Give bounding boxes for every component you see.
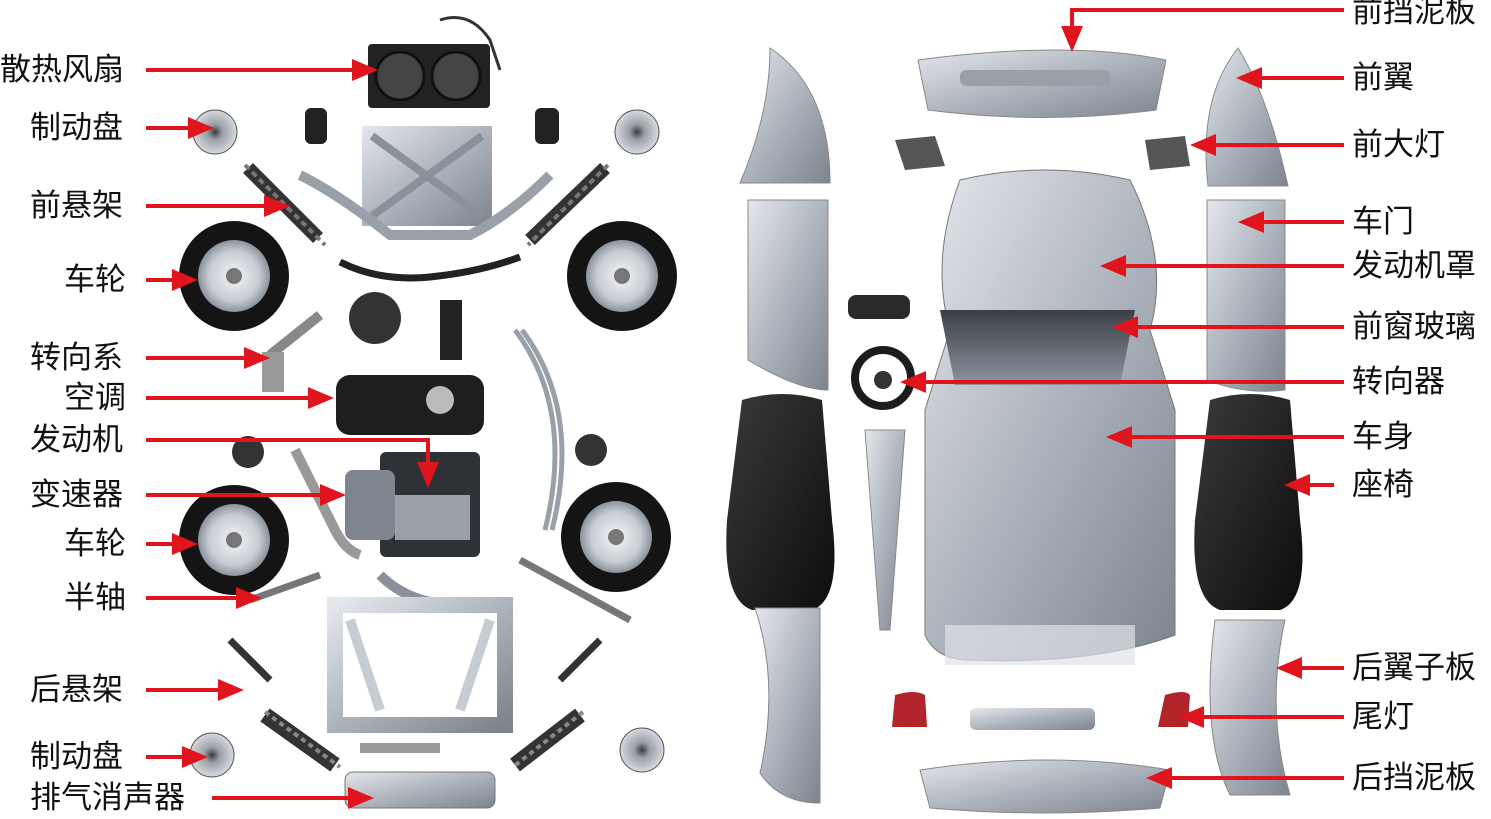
front-fender-right-part <box>1205 47 1289 187</box>
label-front-suspension: 前悬架 <box>30 188 123 224</box>
arrow-front-bumper <box>1070 8 1344 34</box>
door-left-part <box>747 199 829 391</box>
label-taillight: 尾灯 <box>1352 699 1414 735</box>
arrowhead-steering-wheel <box>900 371 926 393</box>
taillight-parts <box>892 692 1190 730</box>
front-bumper-part <box>917 49 1167 118</box>
arrowhead-wheel-front <box>172 269 198 291</box>
arrowhead-headlight <box>1190 134 1216 156</box>
label-exhaust-muffler: 排气消声器 <box>30 780 185 816</box>
arrowhead-fan <box>352 59 378 81</box>
brake-disc-rear-right-part <box>619 727 665 773</box>
label-transmission: 变速器 <box>30 477 123 513</box>
wheel-rear-left-part <box>179 485 289 595</box>
arrowhead-engine <box>417 462 439 488</box>
arrowhead-door <box>1238 211 1264 233</box>
rear-bumper-part <box>919 759 1171 814</box>
front-subframe-part <box>297 126 554 282</box>
arrows <box>146 8 1344 809</box>
seat-right-part <box>1194 394 1303 610</box>
brake-lines-part <box>232 328 607 531</box>
rear-subframe-part <box>327 597 513 733</box>
label-rear-fender: 后翼子板 <box>1352 650 1476 686</box>
label-brake-disc-rear: 制动盘 <box>30 739 123 775</box>
label-body: 车身 <box>1352 419 1414 455</box>
label-wheel-front: 车轮 <box>64 262 126 298</box>
label-rear-bumper: 后挡泥板 <box>1352 760 1476 796</box>
front-shock-right-part <box>525 162 610 247</box>
rear-fender-right-part <box>1209 619 1291 796</box>
arrowhead-hood <box>1100 255 1126 277</box>
seat-left-part <box>726 394 835 610</box>
brake-disc-front-right-part <box>305 108 660 155</box>
label-brake-disc-front: 制动盘 <box>30 110 123 146</box>
arrowhead-seat <box>1284 474 1310 496</box>
label-wheel-rear: 车轮 <box>64 526 126 562</box>
wheel-front-right-part <box>567 221 677 331</box>
center-console-part <box>864 429 906 631</box>
arrowhead-body <box>1106 426 1132 448</box>
label-headlight: 前大灯 <box>1352 127 1445 163</box>
air-conditioner-part <box>336 375 484 435</box>
label-windshield: 前窗玻璃 <box>1352 309 1476 345</box>
arrowhead-rear-bumper <box>1146 767 1172 789</box>
rear-fender-left-part <box>754 607 821 804</box>
label-rear-suspension: 后悬架 <box>30 672 123 708</box>
arrowhead-taillight <box>1178 706 1204 728</box>
label-steering-wheel: 转向器 <box>1352 364 1445 400</box>
exhaust-muffler-part <box>344 743 496 809</box>
rear-arms-part <box>227 637 603 683</box>
wheel-front-left-part <box>179 221 289 331</box>
rear-shock-left-part <box>260 708 342 772</box>
arrowhead-front-fender <box>1236 67 1262 89</box>
label-front-bumper: 前挡泥板 <box>1352 0 1476 30</box>
label-fan: 散热风扇 <box>0 52 124 88</box>
steering-column-part <box>262 292 462 392</box>
radiator-fan-part <box>368 16 502 108</box>
arrowhead-steering-system <box>244 347 270 369</box>
door-right-part <box>1206 199 1286 392</box>
label-front-fender: 前翼 <box>1352 60 1414 96</box>
front-fender-left-part <box>739 47 831 184</box>
arrowhead-half-shaft <box>236 587 262 609</box>
arrowhead-front-bumper <box>1061 26 1083 52</box>
arrowhead-exhaust-muffler <box>348 787 374 809</box>
label-steering-system: 转向系 <box>30 340 123 376</box>
engine-part <box>290 447 480 560</box>
label-half-shaft: 半轴 <box>64 580 126 616</box>
steering-wheel-part <box>848 295 915 410</box>
arrowhead-windshield <box>1112 316 1138 338</box>
label-air-conditioner: 空调 <box>64 380 126 416</box>
label-hood: 发动机罩 <box>1352 248 1476 284</box>
headlight-parts <box>895 136 1190 170</box>
label-engine: 发动机 <box>30 422 123 458</box>
arrowhead-brake-disc-rear <box>182 746 208 768</box>
arrowhead-wheel-rear <box>172 533 198 555</box>
arrowhead-rear-fender <box>1276 657 1302 679</box>
label-door: 车门 <box>1352 204 1414 240</box>
arrowhead-air-conditioner <box>308 387 334 409</box>
rear-shock-right-part <box>510 708 585 772</box>
arrow-engine <box>146 438 430 470</box>
front-shock-left-part <box>243 163 327 247</box>
wheel-rear-right-part <box>561 482 671 592</box>
car-body-part <box>924 169 1176 665</box>
arrowhead-transmission <box>320 484 346 506</box>
label-seat: 座椅 <box>1352 467 1414 503</box>
arrowhead-brake-disc-front <box>188 117 214 139</box>
arrowhead-rear-suspension <box>218 679 244 701</box>
arrowhead-front-suspension <box>264 195 290 217</box>
